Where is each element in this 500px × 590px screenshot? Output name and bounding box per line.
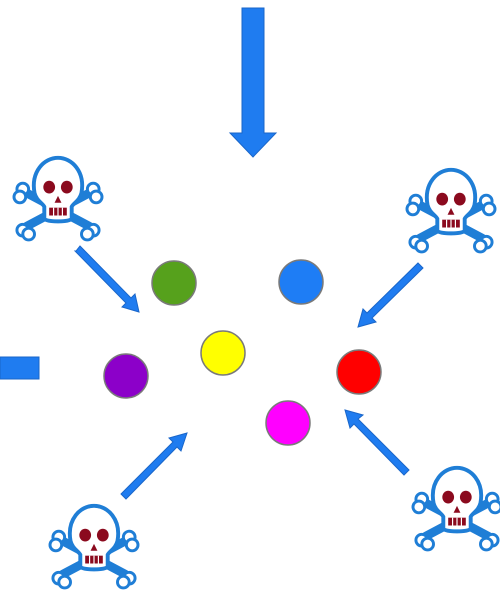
arrow-down-icon (228, 7, 278, 158)
arrow-up-right-icon (120, 432, 188, 500)
arrows-layer (0, 7, 424, 500)
arrow-down-left-icon (357, 262, 424, 328)
circles-layer (103, 259, 382, 446)
circle-purple[interactable] (103, 353, 149, 399)
skull-crossbones-icon (50, 506, 138, 588)
circle-magenta[interactable] (265, 400, 311, 446)
circle-yellow[interactable] (200, 330, 246, 376)
circle-blue[interactable] (278, 259, 324, 305)
arrow-up-left-icon (344, 409, 410, 476)
circle-green[interactable] (151, 260, 197, 306)
arrow-down-right-icon (73, 245, 140, 313)
circle-red[interactable] (336, 349, 382, 395)
skull-crossbones-icon (14, 158, 102, 240)
arrow-right-icon (0, 356, 40, 380)
skulls-layer (14, 158, 500, 588)
skull-crossbones-icon (407, 170, 495, 252)
skull-crossbones-icon (413, 468, 500, 550)
